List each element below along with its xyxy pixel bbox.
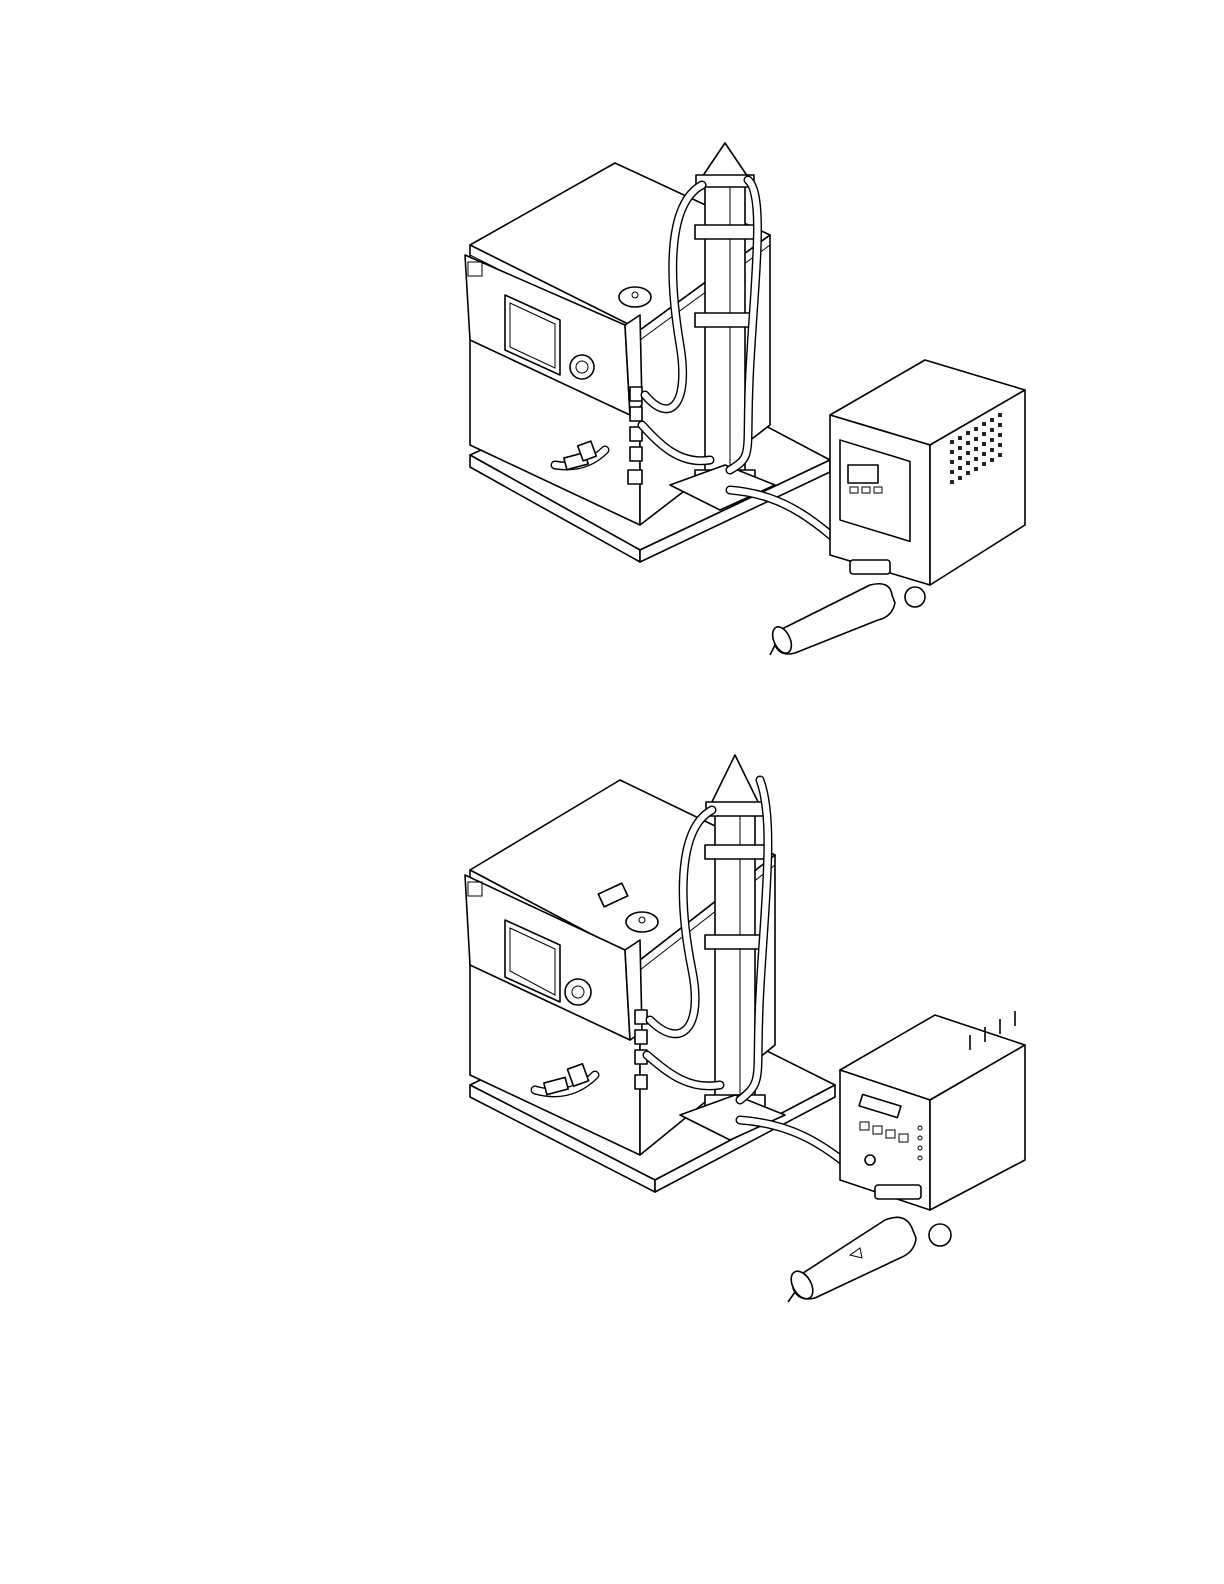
top-port bbox=[619, 287, 651, 307]
top-port bbox=[626, 912, 658, 932]
valve-knob bbox=[905, 587, 925, 607]
module-display bbox=[848, 465, 878, 483]
valve-knob bbox=[929, 1224, 951, 1246]
module-power-switch bbox=[865, 1155, 875, 1165]
tee-fitting bbox=[850, 560, 890, 574]
side-fittings bbox=[628, 387, 642, 484]
control-knob bbox=[570, 355, 594, 379]
top-figure bbox=[430, 125, 1040, 670]
bottom-figure bbox=[430, 740, 1040, 1305]
side-module-keypad bbox=[840, 1011, 1025, 1210]
column-clamp-middle bbox=[695, 313, 755, 327]
column-clamp-upper bbox=[705, 845, 765, 859]
column-clamp-middle bbox=[705, 935, 765, 949]
side-fittings bbox=[635, 1010, 647, 1089]
side-module-vented bbox=[830, 360, 1025, 585]
tee-fitting bbox=[875, 1185, 921, 1199]
control-knob bbox=[565, 979, 591, 1005]
column-clamp-upper bbox=[695, 225, 755, 239]
